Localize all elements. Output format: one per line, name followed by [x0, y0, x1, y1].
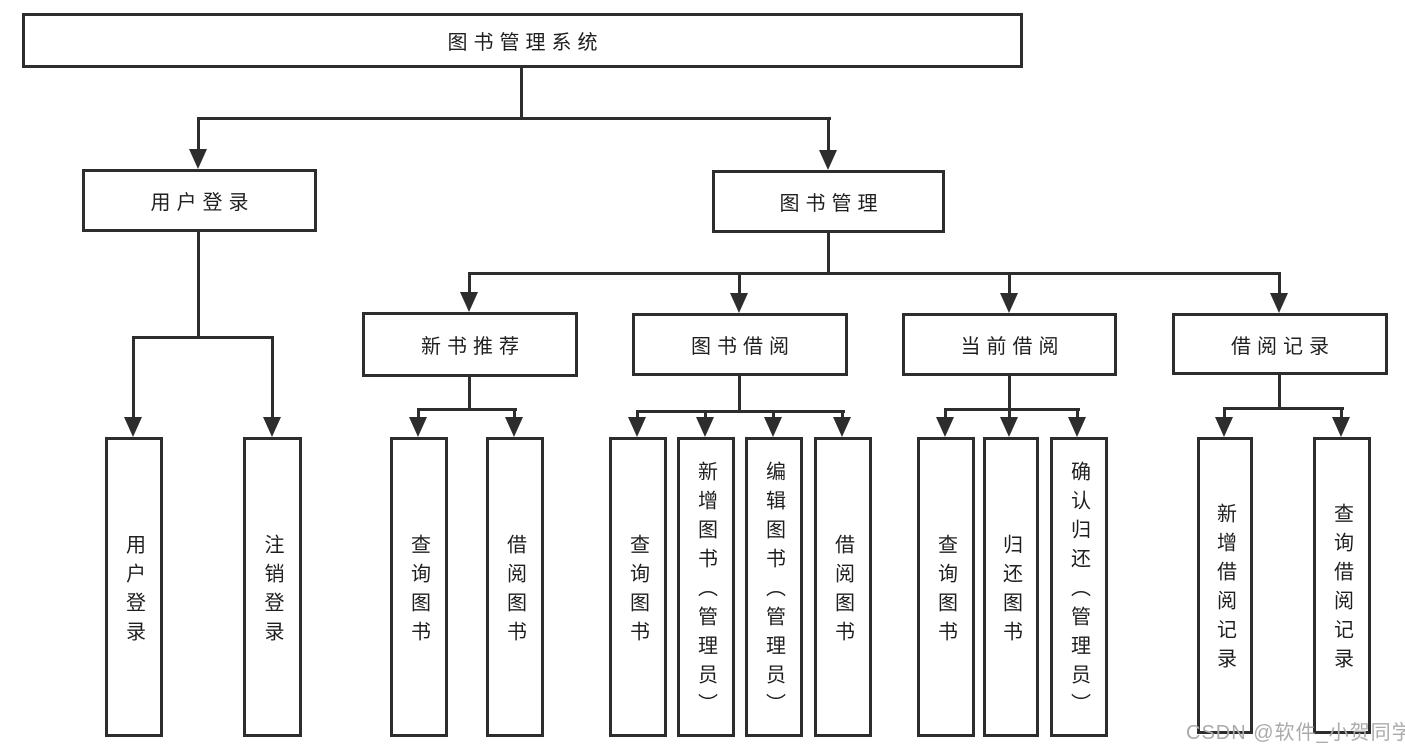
- connector-sec4-split: [1224, 407, 1344, 410]
- node-new-book-recommend: 新书推荐: [362, 312, 578, 377]
- connector-stem-leaf: [636, 410, 639, 420]
- arrow-down-icon: [696, 417, 714, 437]
- connector-stem-leaf: [841, 410, 844, 420]
- arrow-down-icon: [189, 149, 207, 169]
- connector-stem-leaf: [1008, 408, 1011, 420]
- connector-root-split: [198, 117, 831, 120]
- node-borrow-record: 借阅记录: [1172, 313, 1388, 375]
- connector-sec1-stem: [468, 377, 471, 411]
- connector-stem-sec: [1008, 272, 1011, 294]
- node-book-mgmt: 图书管理: [712, 170, 945, 233]
- arrow-down-icon: [1000, 293, 1018, 313]
- connector-sec1-split: [418, 408, 517, 411]
- leaf-label: 查询图书: [407, 533, 430, 650]
- leaf-add-books-admin: 新增图书（管理员）: [677, 437, 735, 737]
- leaf-add-borrow-record: 新增借阅记录: [1197, 437, 1253, 734]
- leaf-label: 确认归还（管理员）: [1067, 461, 1090, 722]
- node-root-label: 图书管理系统: [447, 32, 604, 54]
- node-root: 图书管理系统: [22, 13, 1023, 68]
- node-user-login-label: 用户登录: [150, 192, 255, 214]
- leaf-logout: 注销登录: [243, 437, 302, 737]
- leaf-edit-books-admin: 编辑图书（管理员）: [745, 437, 803, 737]
- arrow-down-icon: [1000, 417, 1018, 437]
- arrow-down-icon: [1068, 417, 1086, 437]
- arrow-down-icon: [460, 292, 478, 312]
- connector-stem-leaf: [271, 336, 274, 418]
- connector-sec4-stem: [1278, 375, 1281, 410]
- arrow-down-icon: [1270, 293, 1288, 313]
- connector-root-stem: [520, 68, 523, 120]
- leaf-label: 注销登录: [261, 533, 283, 650]
- leaf-borrow-books-1: 借阅图书: [486, 437, 544, 737]
- connector-stem-sec: [468, 272, 471, 294]
- connector-userlogin-split: [133, 336, 274, 339]
- connector-stem-leaf: [1340, 407, 1343, 420]
- leaf-confirm-return-admin: 确认归还（管理员）: [1050, 437, 1108, 737]
- node-new-book-recommend-label: 新书推荐: [421, 336, 525, 358]
- connector-sec3-split: [945, 408, 1080, 411]
- node-book-borrow: 图书借阅: [632, 313, 848, 376]
- arrow-down-icon: [409, 417, 427, 437]
- leaf-label: 新增图书（管理员）: [694, 461, 717, 722]
- leaf-query-borrow-record: 查询借阅记录: [1313, 437, 1371, 734]
- connector-sec3-stem: [1008, 376, 1011, 411]
- node-user-login: 用户登录: [82, 169, 317, 232]
- connector-sec2-split: [637, 410, 845, 413]
- arrow-down-icon: [1215, 417, 1233, 437]
- arrow-down-icon: [1332, 417, 1350, 437]
- leaf-label: 查询图书: [934, 533, 957, 650]
- leaf-borrow-books-2: 借阅图书: [814, 437, 872, 737]
- leaf-return-books: 归还图书: [983, 437, 1039, 737]
- connector-stem-book-mgmt: [827, 117, 830, 151]
- connector-stem-leaf: [1076, 408, 1079, 420]
- connector-stem-leaf: [417, 408, 420, 420]
- connector-stem-leaf: [704, 410, 707, 420]
- node-borrow-record-label: 借阅记录: [1231, 335, 1335, 358]
- leaf-label: 归还图书: [999, 533, 1022, 650]
- connector-stem-sec: [1278, 272, 1281, 294]
- leaf-user-login: 用户登录: [105, 437, 163, 737]
- connector-stem-leaf: [944, 408, 947, 420]
- arrow-down-icon: [833, 417, 851, 437]
- connector-bookmgmt-stem: [827, 233, 830, 275]
- leaf-label: 编辑图书（管理员）: [762, 461, 785, 722]
- connector-stem-leaf: [772, 410, 775, 420]
- leaf-label: 借阅图书: [831, 533, 854, 650]
- connector-stem-user-login: [197, 117, 200, 151]
- connector-stem-sec: [738, 272, 741, 294]
- node-current-borrow: 当前借阅: [902, 313, 1117, 376]
- arrow-down-icon: [730, 293, 748, 313]
- leaf-query-books-1: 查询图书: [390, 437, 448, 737]
- leaf-label: 用户登录: [122, 533, 145, 650]
- arrow-down-icon: [505, 417, 523, 437]
- connector-stem-leaf: [1223, 407, 1226, 420]
- leaf-label: 借阅图书: [503, 533, 526, 650]
- node-book-mgmt-label: 图书管理: [779, 193, 884, 215]
- leaf-query-books-2: 查询图书: [609, 437, 667, 737]
- leaf-label: 新增借阅记录: [1213, 503, 1236, 677]
- arrow-down-icon: [124, 417, 142, 437]
- arrow-down-icon: [936, 417, 954, 437]
- node-book-borrow-label: 图书借阅: [691, 336, 795, 358]
- arrow-down-icon: [263, 417, 281, 437]
- csdn-watermark: CSDN @软件_小贺同学: [1186, 722, 1405, 744]
- arrow-down-icon: [764, 417, 782, 437]
- connector-sec2-stem: [738, 376, 741, 413]
- leaf-query-books-3: 查询图书: [917, 437, 975, 737]
- leaf-label: 查询借阅记录: [1330, 503, 1353, 677]
- connector-stem-leaf: [513, 408, 516, 420]
- connector-userlogin-stem: [197, 232, 200, 339]
- node-current-borrow-label: 当前借阅: [960, 336, 1065, 358]
- leaf-label: 查询图书: [626, 533, 649, 650]
- connector-bookmgmt-split: [469, 272, 1281, 275]
- arrow-down-icon: [628, 417, 646, 437]
- arrow-down-icon: [819, 150, 837, 170]
- connector-stem-leaf: [132, 336, 135, 418]
